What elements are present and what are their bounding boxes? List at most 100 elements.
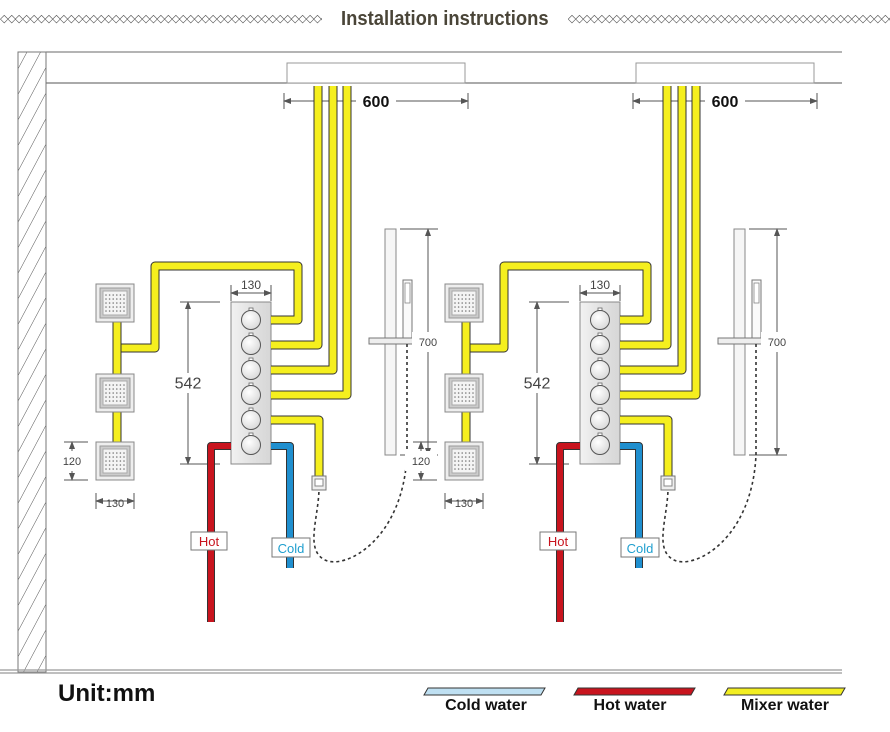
body-jet-2-nozzle: [105, 384, 107, 386]
body-jet-2-nozzle: [454, 392, 456, 394]
body-jet-2-nozzle: [465, 396, 467, 398]
body-jet-2-nozzle: [108, 388, 111, 390]
cold-label-box: [620, 537, 660, 558]
cold-water-pipe: [620, 443, 642, 568]
body-jet-3-nozzle: [465, 452, 467, 454]
slide-bar-height-dimension-label-bg: [761, 332, 793, 352]
body-jet-3-nozzle: [119, 468, 122, 470]
mixer-pipe-overhead-1: [271, 86, 322, 349]
body-jet-1-nozzle: [468, 310, 471, 312]
cold-water-pipe: [271, 443, 293, 568]
body-jet-1-nozzle: [461, 298, 464, 300]
body-jet-1-nozzle: [116, 298, 118, 300]
body-jet-2-nozzle: [119, 396, 122, 398]
body-jet-2-nozzle: [116, 400, 118, 402]
body-jet-2-nozzle: [472, 400, 474, 402]
body-jet-3-nozzle: [454, 456, 456, 458]
valve-knob: [590, 310, 610, 330]
body-jet-3-nozzle: [123, 468, 125, 470]
body-jet-width-dimension-label: 130: [106, 498, 124, 510]
body-jet-2-nozzle: [105, 388, 107, 390]
body-jet-2-nozzle: [108, 392, 111, 394]
legend-swatch-cold-water: [423, 687, 546, 696]
body-jet-1-nozzle: [461, 302, 464, 304]
cold-label: Cold: [278, 541, 305, 556]
body-jet-1-nozzle: [457, 306, 460, 308]
body-jet-2-nozzle: [123, 388, 125, 390]
body-jet-3-nozzle: [461, 452, 464, 454]
valve-height-dimension-label-bg: [172, 373, 204, 393]
legend-swatch-hot-water: [573, 687, 696, 696]
body-jet-height-dimension-label: 120: [63, 456, 81, 468]
header: ◇◇◇◇◇◇◇◇◇◇◇◇◇◇◇◇◇◇◇◇◇◇◇◇◇◇◇◇◇◇◇◇◇◇◇◇◇◇◇◇…: [0, 4, 890, 34]
hot-label: Hot: [199, 534, 220, 549]
body-jet-1-nozzle: [457, 310, 460, 312]
shower-hose: [313, 344, 408, 563]
body-jet-1-nozzle: [468, 306, 471, 308]
valve-knob: [241, 335, 261, 355]
body-jet-2-face: [451, 380, 477, 406]
body-jet-1-nozzle: [468, 302, 471, 304]
body-jet-1-nozzle: [119, 310, 122, 312]
body-jet-2-nozzle: [457, 388, 460, 390]
valve-height-dimension-label: 542: [175, 376, 202, 393]
body-jet-2-nozzle: [465, 388, 467, 390]
body-jet-1-nozzle: [457, 294, 460, 296]
body-jet-3-nozzle: [454, 452, 456, 454]
body-jet-2-nozzle: [461, 384, 464, 386]
body-jet-1-nozzle: [112, 310, 114, 312]
body-jet-1-nozzle: [112, 306, 114, 308]
body-jet-1-nozzle: [108, 298, 111, 300]
slide-bar-height-dimension-label-bg: [412, 332, 444, 352]
body-jet-3-nozzle: [454, 460, 456, 462]
body-jet-height-dimension-label-bg: [405, 451, 437, 471]
body-jet-3-nozzle: [457, 464, 460, 466]
body-jet-2-nozzle: [116, 396, 118, 398]
body-jet-1-nozzle: [105, 298, 107, 300]
body-jet-height-dimension-label: 120: [412, 456, 430, 468]
valve-knob: [590, 410, 610, 430]
valve-height-dimension-label: 542: [524, 376, 551, 393]
mixer-pipe-overhead-2: [620, 86, 686, 374]
body-jet-1-face: [451, 290, 477, 316]
body-jet-3-nozzle: [119, 452, 122, 454]
valve-width-dimension-label: 130: [590, 278, 610, 292]
body-jet-1-nozzle: [472, 298, 474, 300]
body-jet-1-nozzle: [123, 306, 125, 308]
body-jet-3-nozzle: [461, 468, 464, 470]
body-jet-1-nozzle: [112, 294, 114, 296]
body-jet-1-nozzle: [472, 302, 474, 304]
body-jet-1-nozzle: [105, 294, 107, 296]
mixer-pipe-overhead-2-outline: [620, 86, 687, 375]
body-jet-1-nozzle: [457, 298, 460, 300]
legend-swatch-mixer-water: [723, 687, 846, 696]
overhead-shower: [635, 62, 815, 84]
body-jet-2-nozzle: [468, 396, 471, 398]
cold-label: Cold: [627, 541, 654, 556]
valve-knob: [590, 435, 610, 455]
body-jet-3-nozzle: [123, 464, 125, 466]
shower-hose: [662, 344, 757, 563]
body-jet-width-dimension-label: 130: [455, 498, 473, 510]
page-title: Installation instructions: [341, 7, 549, 30]
hand-shower-head: [753, 282, 760, 304]
body-jet-2-nozzle: [112, 392, 114, 394]
body-jet-3-nozzle: [119, 464, 122, 466]
body-jet-3-nozzle: [461, 456, 464, 458]
body-jet-2-nozzle: [457, 384, 460, 386]
legend-label-hot-water: Hot water: [593, 697, 667, 714]
body-jet-2-nozzle: [461, 400, 464, 402]
valve-knob: [241, 360, 261, 380]
hot-label-box: [190, 531, 228, 551]
overhead-shower: [286, 62, 466, 84]
body-jet-1-nozzle: [465, 306, 467, 308]
body-jet-3-nozzle: [112, 456, 114, 458]
mixer-pipe-hand-shower: [271, 416, 323, 478]
body-jet-3-nozzle: [116, 464, 118, 466]
overhead-width-dimension-label: 600: [363, 94, 390, 111]
body-jet-2-nozzle: [461, 388, 464, 390]
valve-knob: [241, 310, 261, 330]
body-jet-2-nozzle: [112, 400, 114, 402]
overhead-width-dimension-label-bg: [705, 92, 745, 110]
